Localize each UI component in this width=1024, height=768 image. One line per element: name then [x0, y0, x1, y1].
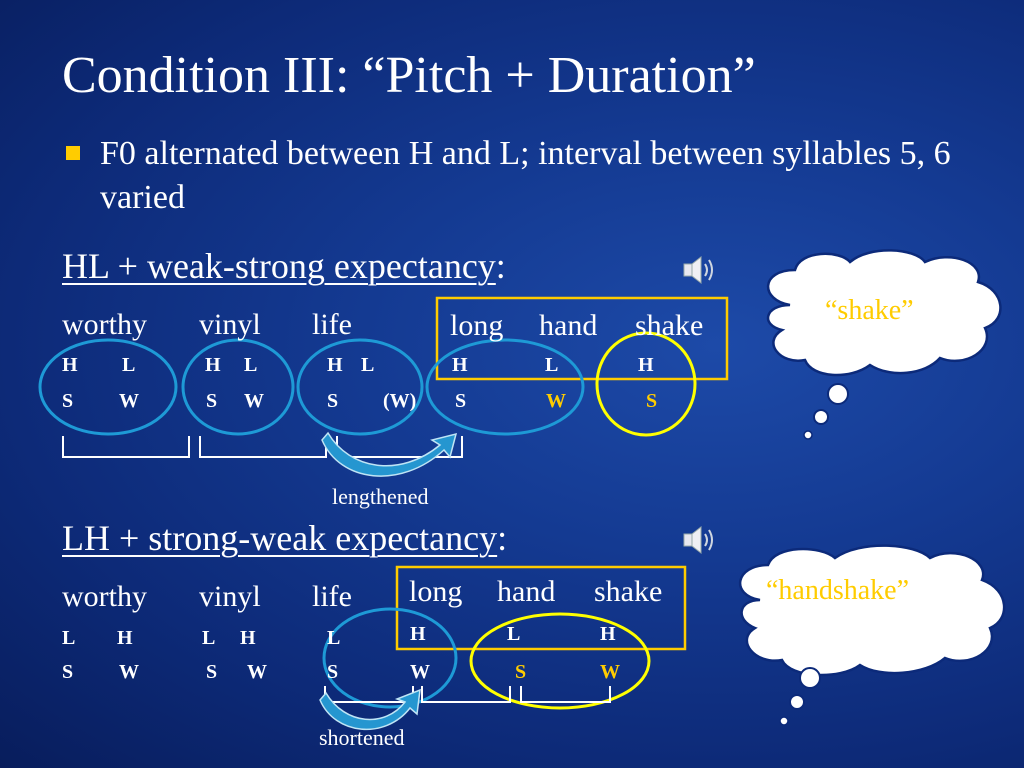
- hl-boxed-word: hand: [539, 309, 598, 342]
- hl-thought-text: “shake”: [825, 295, 914, 326]
- hl-stress: S: [62, 390, 74, 412]
- lh-interval-brackets: [324, 686, 611, 703]
- lh-pitch: H: [240, 627, 256, 649]
- lh-boxed-stress: W: [600, 661, 620, 683]
- thought-dot: [827, 383, 849, 405]
- lh-pitch: H: [117, 627, 133, 649]
- hl-thought-bubble: [766, 249, 1002, 377]
- thought-dot: [779, 716, 789, 726]
- hl-circle-hand-shake: [595, 331, 697, 437]
- lh-boxed-word: long: [409, 575, 463, 608]
- lh-pitch: L: [62, 627, 76, 649]
- hl-pitch: H: [205, 354, 221, 376]
- lh-thought-bubble: [739, 544, 1006, 677]
- hl-pitch: L: [244, 354, 258, 376]
- lh-boxed-stress: S: [515, 661, 527, 683]
- hl-stress: (W): [383, 390, 417, 412]
- lh-stress: S: [327, 661, 339, 683]
- lh-boxed-pitch: H: [600, 623, 616, 645]
- hl-circle-long: [425, 338, 585, 436]
- lh-stress: W: [119, 661, 139, 683]
- lh-shortened-arrow: [319, 688, 421, 730]
- lh-circle-hand-shake: [469, 612, 651, 710]
- hl-boxed-stress: W: [546, 390, 566, 412]
- lengthened-label: lengthened: [332, 484, 429, 509]
- lh-heading: LH + strong-weak expectancy:: [62, 518, 508, 558]
- bullet-square-icon: [66, 146, 80, 160]
- hl-heading: HL + weak-strong expectancy:: [62, 246, 506, 286]
- hl-circle-life: [296, 338, 424, 436]
- speaker-icon[interactable]: [683, 255, 713, 285]
- hl-boxed-pitch: H: [452, 354, 468, 376]
- hl-pitch: H: [62, 354, 78, 376]
- hl-stress: W: [244, 390, 264, 412]
- hl-boxed-stress: S: [646, 390, 658, 412]
- thought-dot: [799, 667, 821, 689]
- lh-thought-text: “handshake”: [766, 575, 910, 606]
- lh-circle-life-long: [322, 607, 458, 709]
- hl-boxed-pitch: H: [638, 354, 654, 376]
- hl-stress: S: [327, 390, 339, 412]
- lh-stress: S: [206, 661, 218, 683]
- shortened-label: shortened: [319, 725, 405, 750]
- hl-lengthened-arrow: [321, 431, 458, 477]
- bullet-text: F0 alternated between H and L; interval …: [100, 135, 951, 216]
- hl-circle-vinyl: [181, 338, 295, 436]
- speaker-icon[interactable]: [683, 525, 713, 555]
- thought-dot: [803, 430, 813, 440]
- slide-title: Condition III: “Pitch + Duration”: [62, 47, 756, 104]
- hl-word: worthy: [62, 308, 147, 341]
- hl-circle-worthy: [38, 338, 178, 436]
- hl-word: vinyl: [199, 308, 261, 341]
- lh-pitch: L: [202, 627, 216, 649]
- hl-stress: S: [206, 390, 218, 412]
- lh-pitch: L: [327, 627, 341, 649]
- lh-stress: W: [247, 661, 267, 683]
- thought-dot: [813, 409, 829, 425]
- hl-pitch: L: [361, 354, 375, 376]
- hl-word: life: [312, 308, 352, 341]
- thought-dot: [789, 694, 805, 710]
- lh-boxed-stress: W: [410, 661, 430, 683]
- lh-boxed-pitch: H: [410, 623, 426, 645]
- lh-boxed-word: shake: [594, 575, 663, 608]
- hl-interval-brackets: [62, 436, 463, 458]
- lh-stress: S: [62, 661, 74, 683]
- lh-word: vinyl: [199, 580, 261, 613]
- lh-word: worthy: [62, 580, 147, 613]
- lh-word: life: [312, 580, 352, 613]
- hl-boxed-word: long: [450, 309, 504, 342]
- lh-boxed-pitch: L: [507, 623, 521, 645]
- hl-boxed-stress: S: [455, 390, 467, 412]
- hl-pitch: L: [122, 354, 136, 376]
- hl-boxed-word: shake: [635, 309, 704, 342]
- hl-boxed-pitch: L: [545, 354, 559, 376]
- lh-boxed-word: hand: [497, 575, 556, 608]
- hl-stress: W: [119, 390, 139, 412]
- hl-pitch: H: [327, 354, 343, 376]
